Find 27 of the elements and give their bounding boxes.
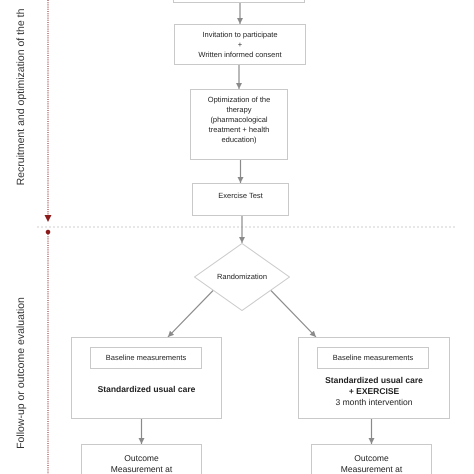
arrow xyxy=(168,290,214,338)
process-box xyxy=(81,444,202,474)
process-box xyxy=(311,444,432,474)
arrow xyxy=(138,419,144,444)
process-box xyxy=(190,89,288,160)
process-box xyxy=(174,24,306,65)
decision-diamond xyxy=(194,243,290,311)
arrow xyxy=(237,3,243,24)
process-box xyxy=(71,337,222,419)
step-text: Outcome Measurement at xyxy=(110,453,174,474)
step-text: Standardized usual care xyxy=(96,384,196,395)
arrow xyxy=(238,160,244,183)
step-text: Standardized usual care xyxy=(324,375,424,386)
arrow xyxy=(239,216,245,243)
process-box xyxy=(317,347,429,369)
arrow xyxy=(236,65,242,89)
step-text: 3 month intervention xyxy=(334,397,414,408)
process-box xyxy=(173,0,305,3)
step-text: Outcome Measurement at xyxy=(340,453,404,474)
process-box xyxy=(298,337,450,419)
step-text: + EXERCISE xyxy=(348,386,400,397)
process-box xyxy=(90,347,202,369)
phase-label: Follow-up or outcome evaluation xyxy=(15,297,27,449)
process-box xyxy=(192,183,289,216)
phase-label: Recruitment and optimization of the th xyxy=(15,8,27,186)
arrow xyxy=(270,290,316,338)
arrow xyxy=(368,419,374,444)
